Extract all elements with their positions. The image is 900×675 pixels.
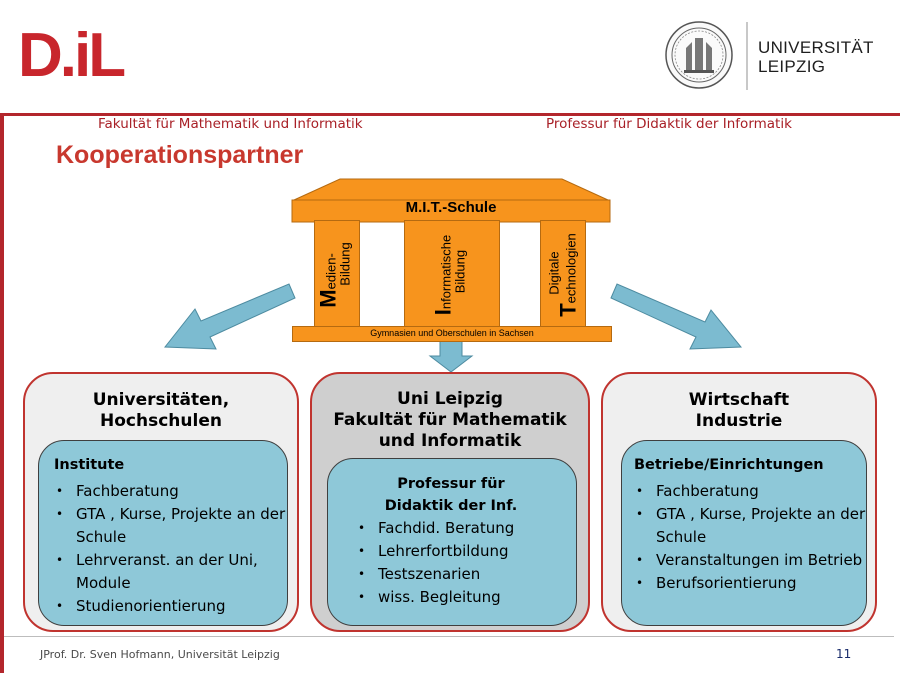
column-title-line: Wirtschaft (688, 390, 790, 410)
inner-heading-line: Professur für (397, 476, 505, 492)
dil-logo: D.iL (18, 22, 127, 82)
column-title: Wirtschaft Industrie (601, 390, 877, 432)
list-item: Fachdid. Beratung (354, 517, 574, 540)
list-item: Lehrerfortbildung (354, 540, 574, 563)
temple-base-label: Gymnasien und Oberschulen in Sachsen (370, 328, 534, 338)
list-item: Lehrveranst. an der Uni, Module (52, 549, 288, 595)
arrow-down (428, 339, 474, 373)
footer-author: JProf. Dr. Sven Hofmann, Universität Lei… (40, 648, 280, 661)
inner-heading-line: Didaktik der Inf. (384, 498, 518, 514)
pillar-line2: Bildung (337, 242, 353, 286)
list-item: Berufsorientierung (632, 572, 866, 595)
list-item: GTA , Kurse, Projekte an der Schule (52, 503, 288, 549)
university-name-line1: UNIVERSITÄT (758, 38, 874, 57)
inner-heading: Professur für Didaktik der Inf. (327, 473, 575, 517)
list-item: Fachberatung (632, 480, 866, 503)
column-title-line: Uni Leipzig (397, 389, 503, 409)
university-seal-icon (665, 21, 733, 89)
column-title-line: und Informatik (378, 431, 522, 451)
university-divider (746, 22, 748, 90)
pillar-line1: nformatische (438, 234, 454, 310)
column-title-line: Industrie (695, 411, 783, 431)
university-name-line2: LEIPZIG (758, 57, 826, 76)
list-item: Studienorientierung (52, 595, 288, 618)
pillar-informatics: Informatische Bildung (404, 220, 500, 330)
list-item: wiss. Begleitung (354, 586, 574, 609)
temple-roof-label: M.I.T.-Schule (405, 199, 497, 216)
faculty-label: Fakultät für Mathematik und Informatik (98, 116, 363, 132)
pillar-media: Medien- Bildung (314, 220, 360, 330)
pillar-line1: edien- (323, 253, 339, 290)
column-title-line: Universitäten, (92, 390, 230, 410)
left-rule (0, 113, 4, 673)
temple-base (292, 326, 612, 342)
list-item: GTA , Kurse, Projekte an der Schule (632, 503, 866, 549)
column-title-line: Fakultät für Mathematik (333, 410, 567, 430)
pillar-initial: I (430, 309, 456, 316)
column-title: Universitäten, Hochschulen (23, 390, 299, 432)
list-item: Fachberatung (52, 480, 288, 503)
arrow-right (610, 283, 743, 350)
slide-title: Kooperationspartner (56, 141, 304, 169)
pillar-line2: Bildung (452, 249, 468, 294)
bullet-list: Fachberatung GTA , Kurse, Projekte an de… (632, 480, 866, 595)
inner-heading: Institute (54, 457, 125, 473)
bullet-list: Fachdid. Beratung Lehrerfortbildung Test… (354, 517, 574, 609)
header-rule (0, 113, 900, 116)
column-title: Uni Leipzig Fakultät für Mathematik und … (310, 389, 590, 452)
list-item: Veranstaltungen im Betrieb (632, 549, 866, 572)
pillar-initial: M (315, 289, 341, 308)
page-number: 11 (836, 647, 852, 661)
temple-roof (291, 178, 611, 223)
inner-heading: Betriebe/Einrichtungen (634, 457, 824, 473)
dil-logo-text: D.iL (18, 22, 124, 82)
professorship-label: Professur für Didaktik der Informatik (546, 116, 792, 132)
footer-rule (4, 636, 894, 637)
pillar-technology: Digitale Technologien (540, 220, 586, 330)
bullet-list: Fachberatung GTA , Kurse, Projekte an de… (52, 480, 288, 618)
list-item: Testszenarien (354, 563, 574, 586)
pillar-initial: T (555, 303, 581, 317)
arrow-left (163, 283, 296, 350)
column-title-line: Hochschulen (100, 411, 222, 431)
university-name: UNIVERSITÄT LEIPZIG (758, 38, 874, 76)
pillar-line2: echnologien (563, 233, 579, 304)
